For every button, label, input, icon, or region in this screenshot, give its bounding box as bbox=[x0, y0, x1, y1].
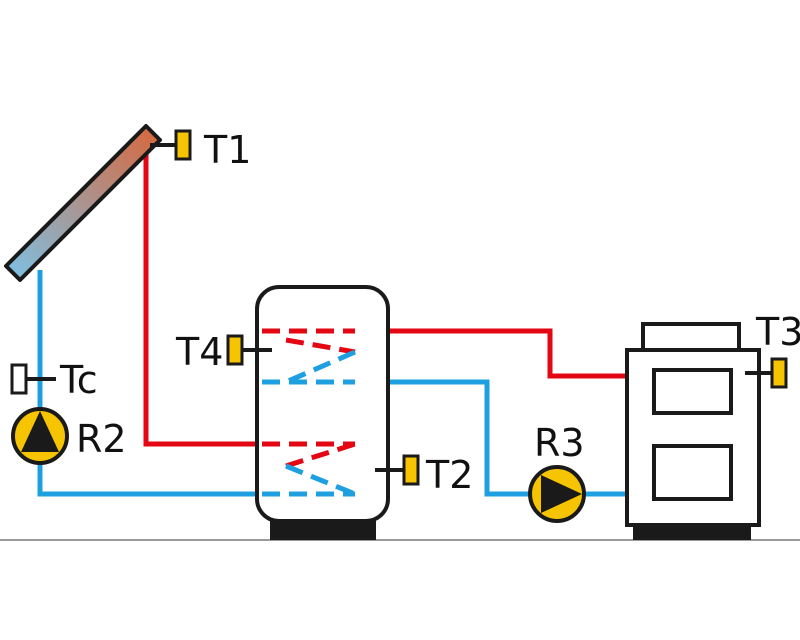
tank-body bbox=[255, 285, 390, 523]
label-t4: T4 bbox=[175, 330, 223, 374]
pump-r3 bbox=[528, 465, 586, 523]
boiler-lower-door bbox=[652, 444, 733, 501]
label-r2: R2 bbox=[76, 417, 127, 461]
boiler-upper-door bbox=[652, 368, 733, 415]
boiler-top bbox=[641, 322, 741, 352]
label-r3: R3 bbox=[534, 421, 585, 465]
boiler-icon bbox=[625, 322, 761, 540]
sensor-t2 bbox=[402, 454, 420, 486]
pipe-boiler-return bbox=[355, 379, 627, 497]
tank-base bbox=[270, 518, 376, 540]
label-t3: T3 bbox=[755, 310, 800, 354]
sensor-t4 bbox=[226, 334, 244, 366]
pump-r2 bbox=[11, 407, 69, 465]
pump-icon bbox=[11, 407, 586, 523]
sensor-t1 bbox=[174, 129, 192, 161]
pipe-boiler-flow bbox=[355, 328, 627, 379]
tank-upper-coil bbox=[262, 328, 356, 385]
pipe-collector-flow bbox=[143, 140, 262, 447]
pipe-collector-return bbox=[37, 270, 262, 497]
temperature-sensor-icon bbox=[10, 129, 788, 486]
solar-collector-icon bbox=[4, 124, 162, 282]
label-t2: T2 bbox=[425, 453, 473, 497]
storage-tank-icon bbox=[255, 285, 390, 540]
tank-lower-coil bbox=[262, 441, 356, 497]
label-tc: Tc bbox=[59, 358, 98, 402]
sensor-tc bbox=[10, 363, 28, 395]
sensor-t3 bbox=[770, 357, 788, 389]
label-t1: T1 bbox=[203, 128, 251, 172]
